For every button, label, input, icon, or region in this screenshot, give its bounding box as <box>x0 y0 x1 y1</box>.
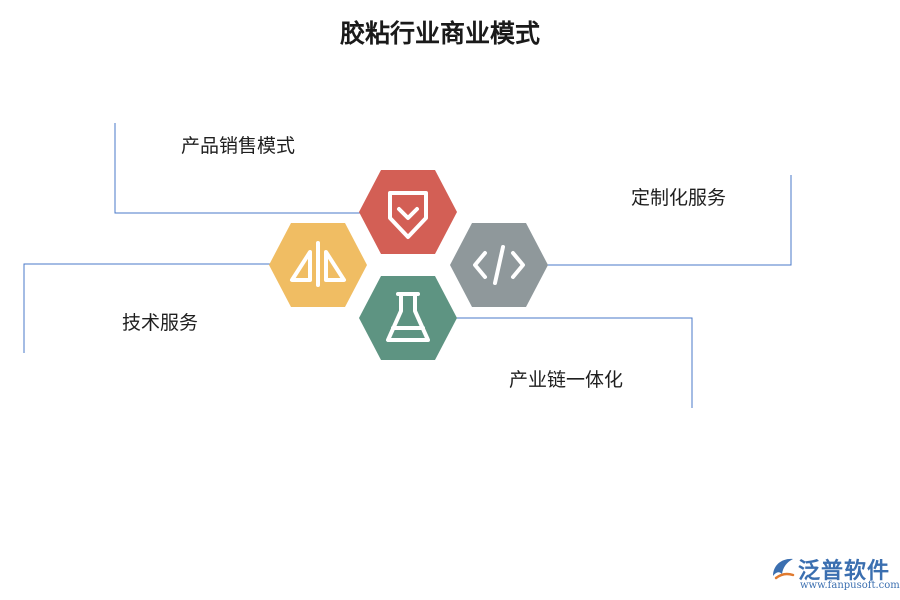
logo-mark-icon <box>773 558 795 580</box>
hexagon-shape <box>359 170 457 254</box>
hexagon-shape <box>359 276 457 360</box>
code-icon <box>473 245 525 285</box>
hexagon-product-sales <box>359 170 457 254</box>
hexagon-tech-service <box>269 223 367 307</box>
connector-line-product-sales <box>114 123 360 214</box>
connector-line-tech-service <box>23 263 270 353</box>
hexagon-industry-chain <box>359 276 457 360</box>
diamond-icon <box>388 191 428 239</box>
logo-name: 泛普软件 <box>798 559 891 584</box>
flask-icon <box>386 292 430 342</box>
connector-line-customization <box>547 175 792 266</box>
label-industry-chain: 产业链一体化 <box>509 369 624 391</box>
diagram-title: 胶粘行业商业模式 <box>339 19 540 48</box>
brand-logo: 泛普软件 www.fanpusoft.com <box>770 553 900 597</box>
label-tech-service: 技术服务 <box>122 312 199 334</box>
connector-line-industry-chain <box>455 317 693 408</box>
logo-url: www.fanpusoft.com <box>800 580 900 591</box>
label-product-sales: 产品销售模式 <box>181 135 296 157</box>
label-customization: 定制化服务 <box>631 187 727 209</box>
hexagon-customization <box>450 223 548 307</box>
split-triangles-icon <box>290 241 346 287</box>
